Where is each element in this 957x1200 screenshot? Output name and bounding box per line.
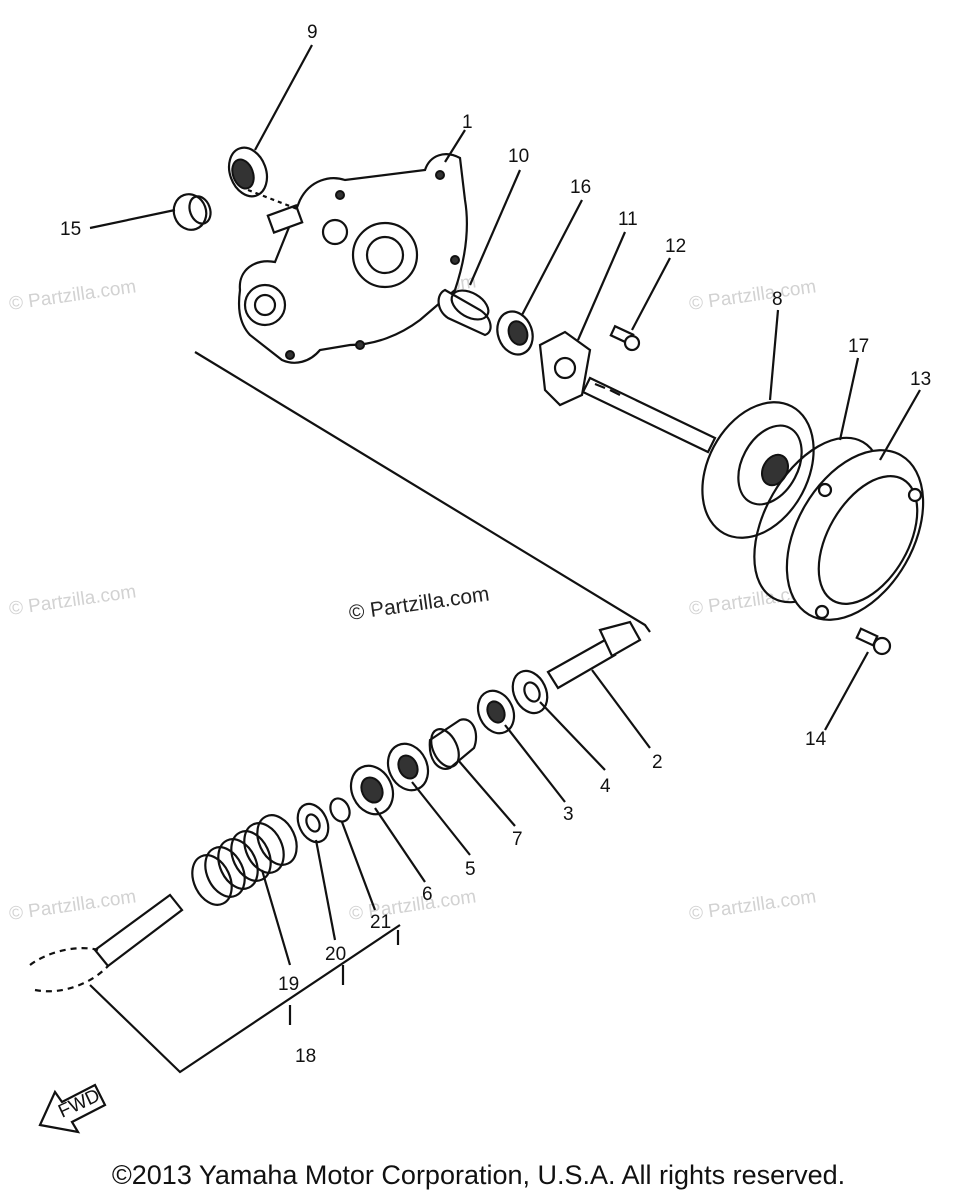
part-7-collar xyxy=(428,718,478,770)
callout-12: 12 xyxy=(665,236,686,257)
part-18-drive-shaft xyxy=(29,893,184,993)
callout-19: 19 xyxy=(278,974,299,995)
part-3-bearing xyxy=(476,689,516,735)
callout-5: 5 xyxy=(465,859,476,880)
part-6-gear xyxy=(349,764,395,816)
callout-18: 18 xyxy=(295,1046,316,1067)
part-9-oil-seal xyxy=(227,146,301,212)
callout-16: 16 xyxy=(570,177,591,198)
part-15-bushing xyxy=(172,193,212,231)
part-1-housing xyxy=(237,153,469,364)
center-watermark: © Partzilla.com xyxy=(347,582,490,624)
part-8-pulley xyxy=(701,401,815,539)
callout-8: 8 xyxy=(772,289,783,310)
drive-shaft xyxy=(581,376,717,454)
watermark: © Partzilla.com xyxy=(688,886,818,925)
callout-17: 17 xyxy=(848,336,869,357)
copyright-notice: ©2013 Yamaha Motor Corporation, U.S.A. A… xyxy=(111,1160,846,1190)
part-11-plate xyxy=(538,330,592,407)
callout-13: 13 xyxy=(910,369,931,390)
part-5-bearing xyxy=(386,742,430,792)
callout-2: 2 xyxy=(652,752,663,773)
part-21-circlip xyxy=(329,797,351,823)
fwd-arrow: FWD xyxy=(38,1083,107,1134)
exploded-parts-diagram: © Partzilla.com © Partzilla.com © Partzi… xyxy=(8,22,931,1134)
part-14-bolt xyxy=(855,627,892,656)
callout-labels: 1 2 3 4 5 6 7 8 9 10 11 12 13 14 15 16 1… xyxy=(60,22,931,1067)
callout-10: 10 xyxy=(508,146,529,167)
callout-1: 1 xyxy=(462,112,473,133)
callout-15: 15 xyxy=(60,219,81,240)
leader-lines xyxy=(89,44,921,1074)
callout-6: 6 xyxy=(422,884,433,905)
callout-14: 14 xyxy=(805,729,827,750)
watermark: © Partzilla.com xyxy=(688,276,818,315)
callout-11: 11 xyxy=(618,209,638,230)
part-13-cover xyxy=(785,449,925,621)
part-12-bolt xyxy=(609,324,641,352)
part-16-bearing xyxy=(496,310,534,356)
callout-3: 3 xyxy=(563,804,574,825)
callout-7: 7 xyxy=(512,829,523,850)
callout-21: 21 xyxy=(370,912,391,933)
watermark: © Partzilla.com xyxy=(8,276,138,315)
watermark: © Partzilla.com xyxy=(8,581,138,620)
part-2-pinion-shaft xyxy=(546,620,642,690)
part-20-washer xyxy=(296,802,330,844)
part-10-collar xyxy=(437,288,492,337)
watermark: © Partzilla.com xyxy=(8,886,138,925)
callout-4: 4 xyxy=(600,776,611,797)
callout-9: 9 xyxy=(307,22,318,43)
callout-20: 20 xyxy=(325,944,346,965)
part-19-spring xyxy=(191,814,298,906)
part-4-washer xyxy=(511,669,549,715)
